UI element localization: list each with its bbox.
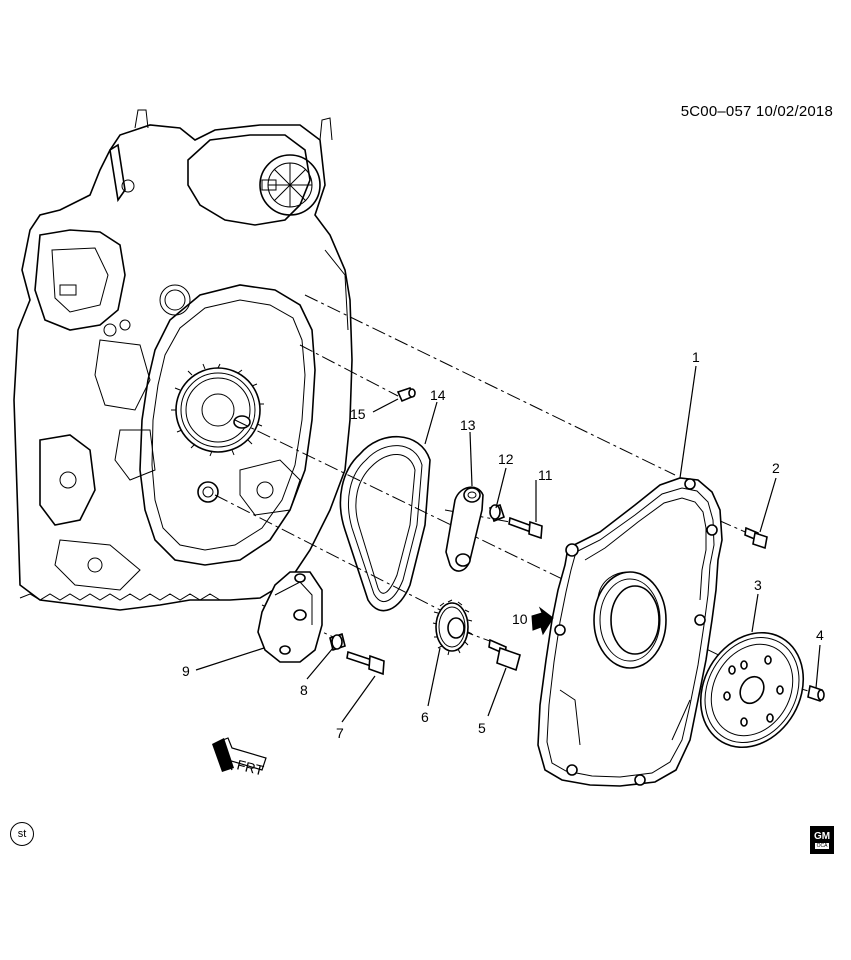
st-badge: st [10, 822, 34, 846]
gm-logo-subtext: OCA [814, 843, 830, 849]
callout-2: 2 [772, 460, 780, 476]
part-6-crank-sprocket [432, 599, 473, 656]
callout-3: 3 [754, 577, 762, 593]
diagram-reference: 5C00–057 10/02/2018 [680, 103, 833, 120]
front-direction-indicator: FRT [212, 737, 267, 779]
part-15-dowel-pin [396, 387, 416, 403]
part-9-tensioner-bracket [257, 571, 323, 663]
callout-1: 1 [692, 349, 700, 365]
leader-lines [195, 365, 821, 723]
callout-6: 6 [421, 709, 429, 725]
part-7-bolt [346, 650, 385, 676]
part-3-damper-pulley [699, 631, 805, 749]
part-5-bolt [488, 638, 521, 672]
callout-7: 7 [336, 725, 344, 741]
gm-logo: GM OCA [810, 826, 834, 854]
callout-12: 12 [498, 451, 514, 467]
frt-label: FRT [235, 756, 265, 778]
part-13-tensioner-arm [445, 486, 484, 572]
callout-5: 5 [478, 720, 486, 736]
callout-10: 10 [512, 611, 528, 627]
callout-4: 4 [816, 627, 824, 643]
part-10-arrow [531, 606, 554, 636]
callout-13: 13 [460, 417, 476, 433]
callout-11: 11 [538, 467, 553, 483]
part-11-bolt [508, 516, 543, 540]
part-12-spacer [488, 504, 505, 523]
callout-9: 9 [182, 663, 190, 679]
callout-numbers: 1 2 3 4 5 6 7 8 9 10 11 12 13 14 15 [182, 349, 824, 741]
callout-15: 15 [350, 406, 366, 422]
part-4-stud [807, 684, 825, 703]
engine-block [13, 109, 353, 611]
gm-logo-text: GM [813, 831, 831, 842]
part-8-spacer [329, 632, 346, 652]
part-1-front-cover [537, 477, 723, 787]
part-14-timing-belt [339, 435, 431, 612]
callout-8: 8 [300, 682, 308, 698]
callout-14: 14 [430, 387, 446, 403]
part-2-bolt [744, 526, 768, 550]
